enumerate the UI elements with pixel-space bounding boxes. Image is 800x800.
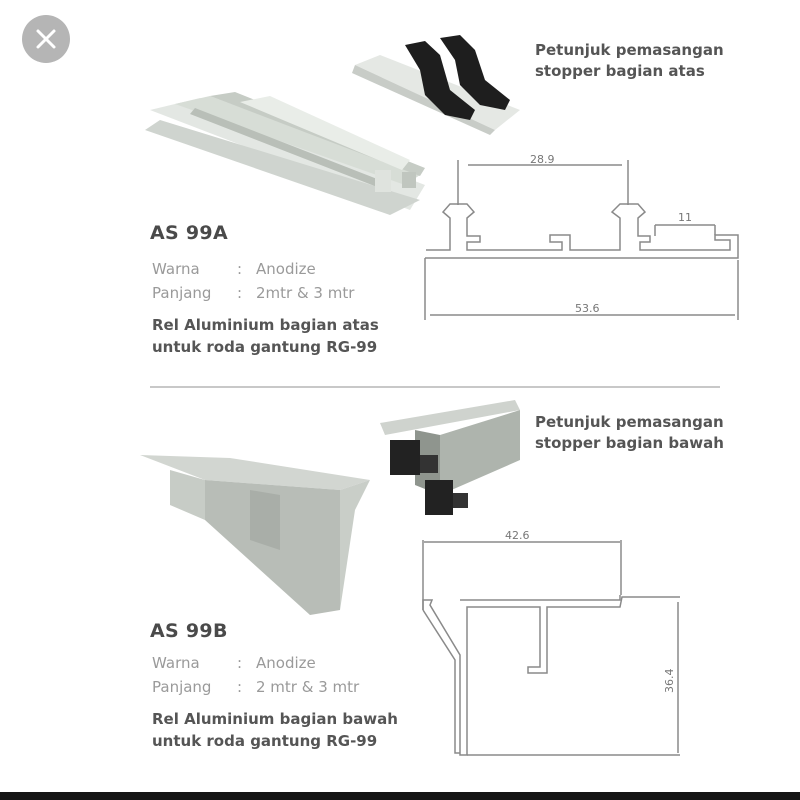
spec-warna-sep: : [237,260,243,278]
dim-28-9: 28.9 [530,153,555,166]
spec-panjang-label: Panjang [152,678,212,696]
guide-line-2: stopper bagian atas [535,62,705,80]
profile-drawing-as99b: 42.6 36.4 [422,529,680,756]
guide-line-2: stopper bagian bawah [535,434,724,452]
guide-text-bawah: Petunjuk pemasangan stopper bagian bawah [535,412,724,454]
spec-warna-value: Anodize [256,654,316,672]
stopper-bawah-photo [380,400,520,515]
product-description-as99b: Rel Aluminium bagian bawah untuk roda ga… [152,708,398,752]
description-line-2: untuk roda gantung RG-99 [152,338,378,356]
description-line-2: untuk roda gantung RG-99 [152,732,378,750]
guide-line-1: Petunjuk pemasangan [535,413,724,431]
close-x-icon [36,29,56,49]
spec-panjang-value: 2 mtr & 3 mtr [256,678,360,696]
description-line-1: Rel Aluminium bagian atas [152,316,379,334]
stopper-atas-photo [352,35,520,135]
dim-53-6: 53.6 [575,302,600,315]
guide-text-atas: Petunjuk pemasangan stopper bagian atas [535,40,724,82]
spec-warna-label: Warna [152,654,200,672]
dim-36-4: 36.4 [663,669,676,694]
close-button[interactable] [22,15,70,63]
product-code-as99b: AS 99B [150,620,228,642]
dim-42-6: 42.6 [505,529,530,542]
rail-as99b-photo [140,455,370,615]
bottom-navigation-bar [0,792,800,800]
spec-warna-value: Anodize [256,260,316,278]
guide-line-1: Petunjuk pemasangan [535,41,724,59]
description-line-1: Rel Aluminium bagian bawah [152,710,398,728]
product-description-as99a: Rel Aluminium bagian atas untuk roda gan… [152,314,379,358]
spec-panjang-label: Panjang [152,284,212,302]
spec-warna-label: Warna [152,260,200,278]
profile-drawing-as99a: 28.9 11 53.6 [424,153,739,320]
spec-warna-sep: : [237,654,243,672]
spec-panjang-sep: : [237,678,243,696]
section-divider [150,386,720,388]
dim-11: 11 [678,211,692,224]
rail-as99a-photo [145,92,425,215]
spec-panjang-sep: : [237,284,243,302]
spec-panjang-value: 2mtr & 3 mtr [256,284,355,302]
product-code-as99a: AS 99A [150,222,228,244]
